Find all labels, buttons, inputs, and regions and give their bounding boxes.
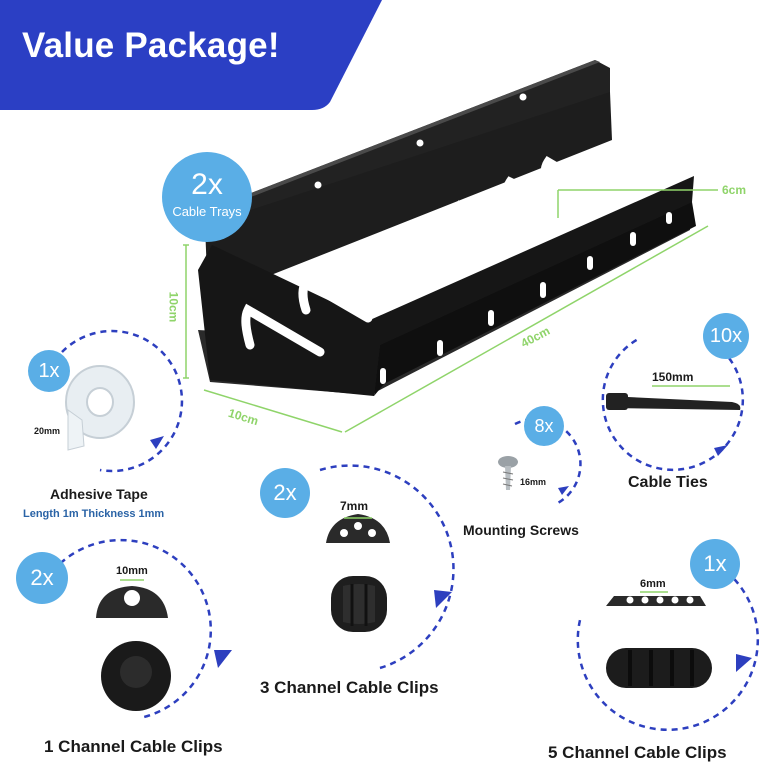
screws-size-label: 16mm [520,477,547,487]
clips-3-size-label: 7mm [340,499,369,513]
cable-ties-ring [601,336,745,472]
mounting-screws-ring [514,417,582,506]
clips-1-ring [44,538,232,720]
clip-5-front-image [606,648,712,688]
clips-5-ring [576,553,760,731]
tape-size-label: 20mm [34,426,61,436]
clips-5-name: 5 Channel Cable Clips [548,743,727,762]
banner-background [0,0,382,110]
clips-1-name: 1 Channel Cable Clips [44,737,223,756]
ties-name: Cable Ties [628,474,708,491]
ties-count-badge: 10x [703,313,749,359]
tray-height-label: 10cm [166,291,181,323]
clips-3-name: 3 Channel Cable Clips [260,678,439,697]
tray-label: Cable Trays [172,204,242,219]
clips-5-size-label: 6mm [640,578,666,590]
clips-1-count-badge: 2x [16,552,68,604]
clip-5-top-image [606,591,706,606]
tray-dimension-lines [183,189,718,433]
tray-depth-label: 6cm [722,183,747,197]
adhesive-tape-ring [61,329,184,473]
clip-3-top-image [326,514,390,543]
clip-3-front-image [331,576,387,632]
tray-count-badge: 2x Cable Trays [162,152,252,242]
tape-name: Adhesive Tape [50,486,148,502]
clip-1-front-image [101,641,171,711]
ties-size-label: 150mm [652,370,694,384]
tray-count: 2x [191,168,223,201]
clips-3-count-badge: 2x [260,468,310,518]
tape-count-badge: 1x [28,350,70,392]
cable-tie-image [606,385,741,410]
clip-1-top-image [96,579,168,618]
cable-tray-image [198,60,696,396]
screw-image [498,456,518,490]
page-title: Value Package! [22,26,280,65]
adhesive-tape-image [65,365,135,451]
screws-name: Mounting Screws [463,522,579,538]
clips-3-ring [319,464,455,670]
tape-spec: Length 1m Thickness 1mm [23,508,165,520]
screws-count-badge: 8x [524,406,564,446]
clips-5-count-badge: 1x [690,539,740,589]
clips-1-size-label: 10mm [116,565,148,577]
